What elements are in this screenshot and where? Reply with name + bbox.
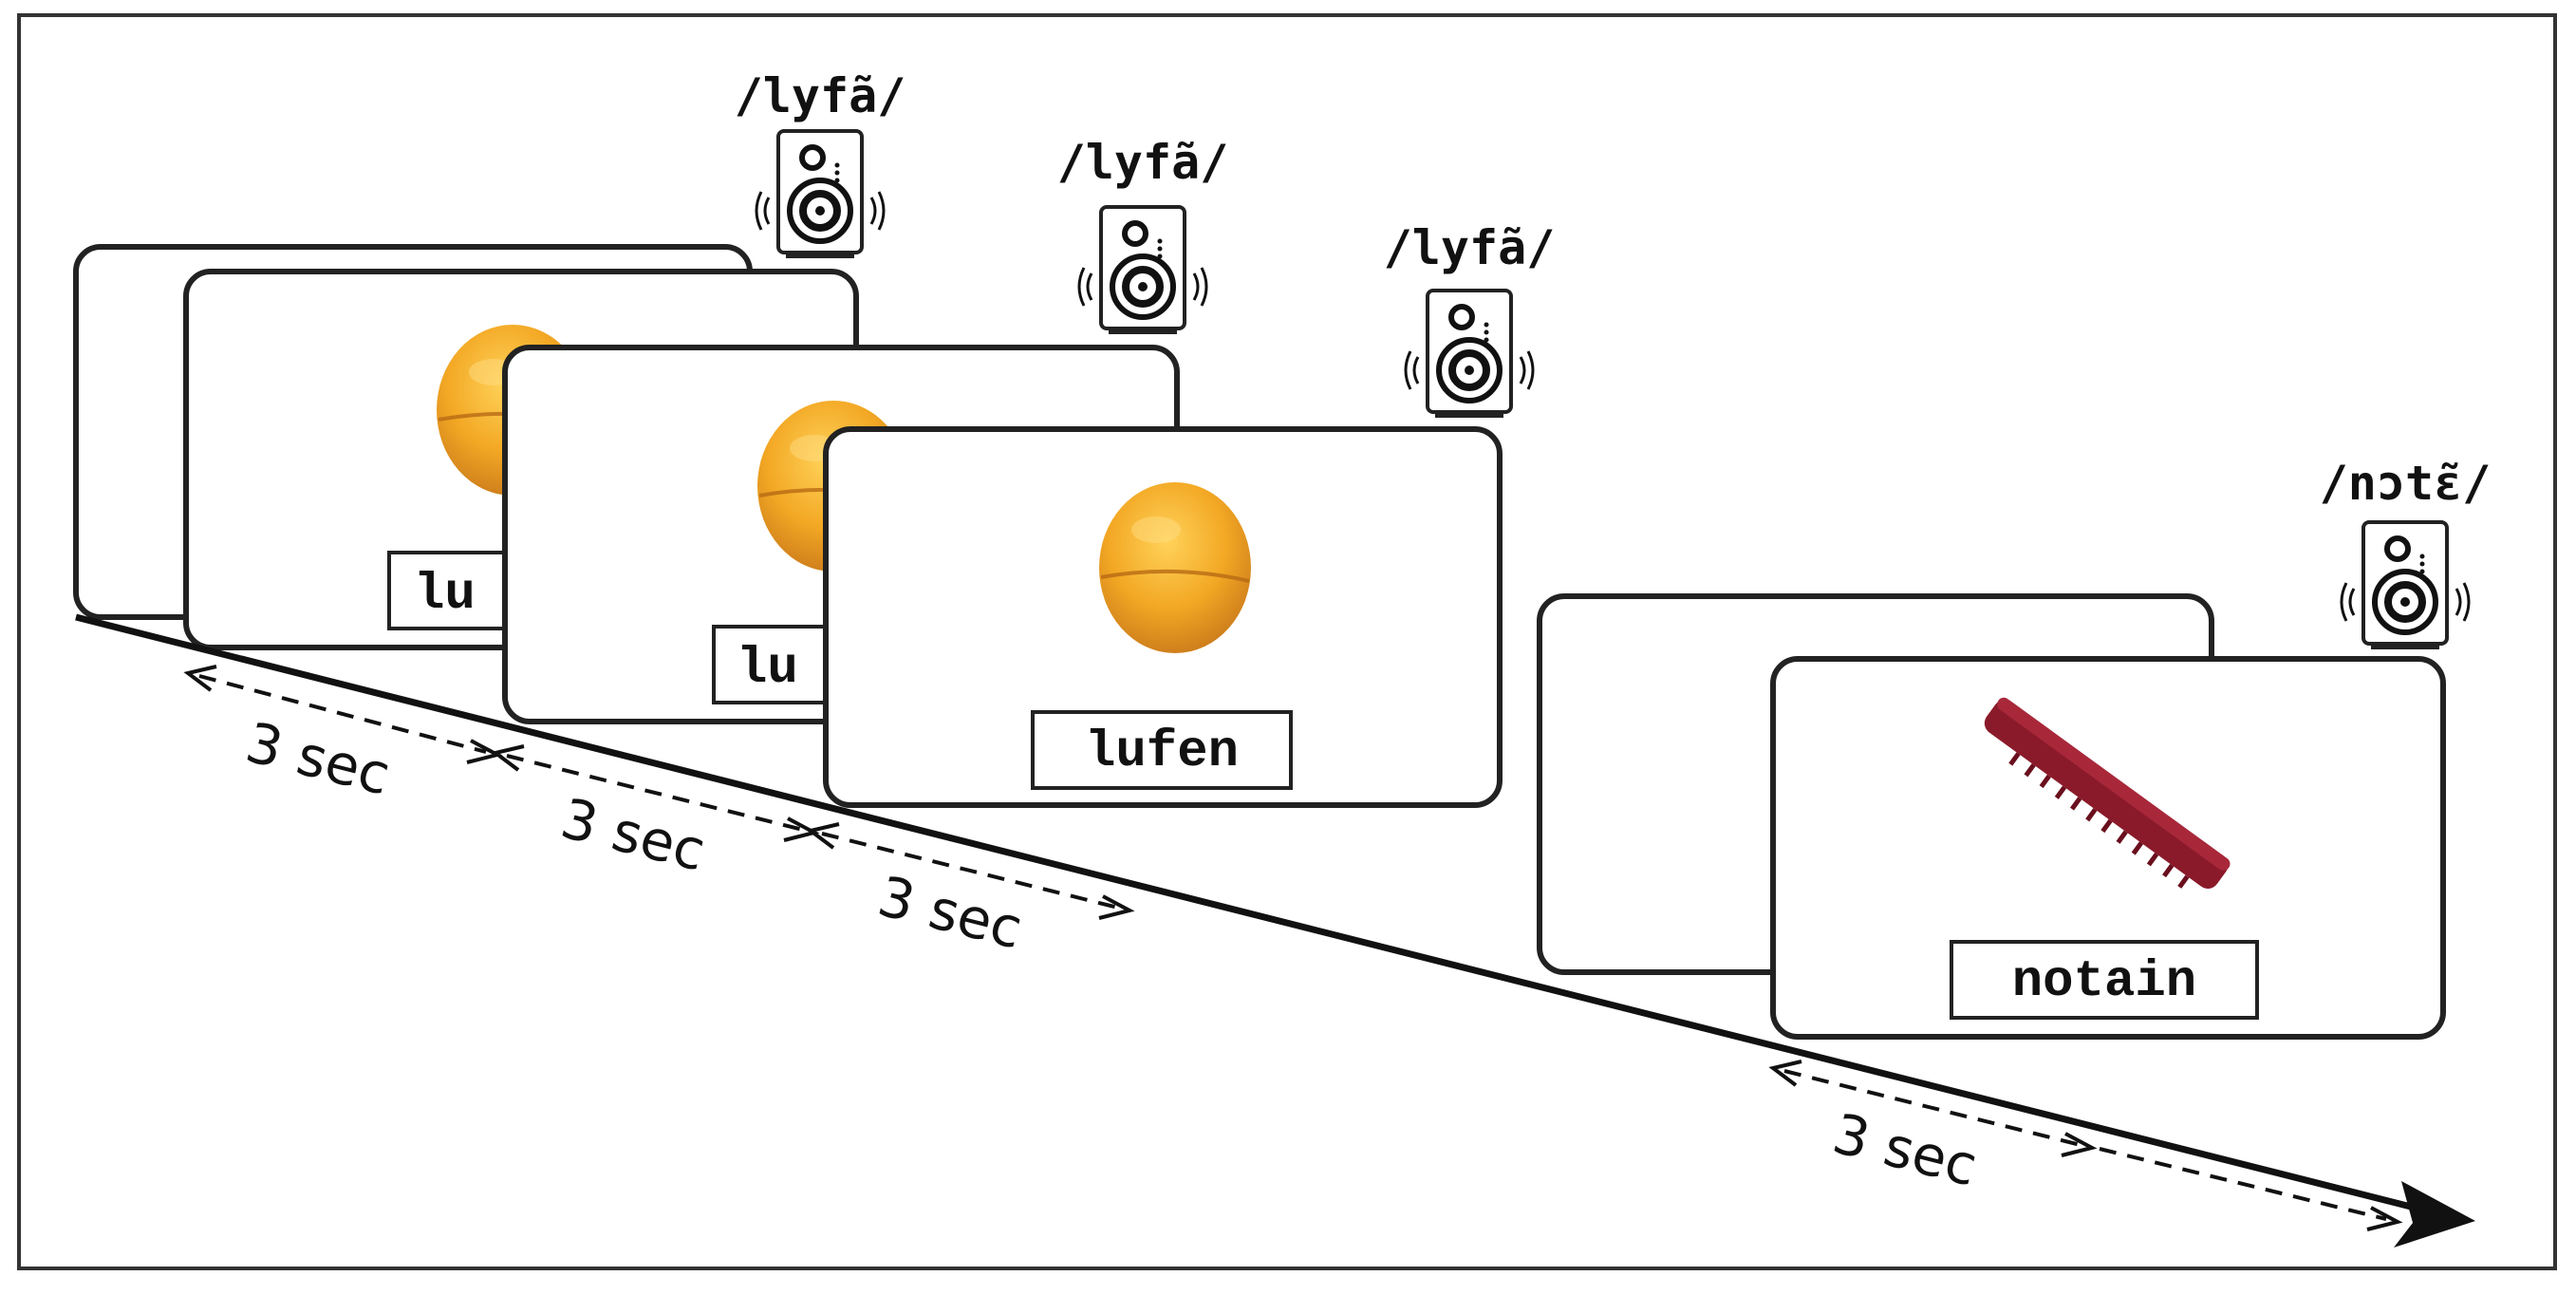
audio-cue-2: /lyfã/	[1057, 135, 1229, 332]
pronunciation-label: /lyfã/	[1384, 220, 1556, 275]
duration-marker-3	[806, 822, 1135, 920]
audio-cue-3: /lyfã/	[1384, 220, 1556, 416]
pronunciation-label: /lyfã/	[1057, 135, 1229, 190]
word-box	[1950, 940, 2259, 1020]
word-label-partial: lu	[414, 566, 476, 624]
apricot-image	[1097, 480, 1253, 655]
arrow-icon	[2394, 1181, 2475, 1248]
pronunciation-label: /lyfã/	[735, 68, 906, 123]
audio-cue-1: /lyfã/	[735, 68, 906, 256]
timeline-line	[75, 613, 2431, 1215]
word-label: notain	[2012, 953, 2196, 1011]
pronunciation-label: /nɔtɛ̃/	[2320, 456, 2492, 511]
comb-image	[1984, 697, 2231, 889]
trial-1-card-4: lufen	[823, 426, 1503, 808]
trial-2-card-2: notain	[1770, 656, 2446, 1040]
timeline-arrow	[75, 613, 2475, 1248]
duration-markers	[183, 665, 2403, 1231]
audio-cue-4: /nɔtɛ̃/	[2320, 456, 2492, 648]
duration-marker-4	[1768, 1060, 2403, 1231]
word-box	[1031, 710, 1293, 790]
word-label: lufen	[1085, 723, 1239, 781]
word-label-partial: lu	[737, 640, 798, 698]
